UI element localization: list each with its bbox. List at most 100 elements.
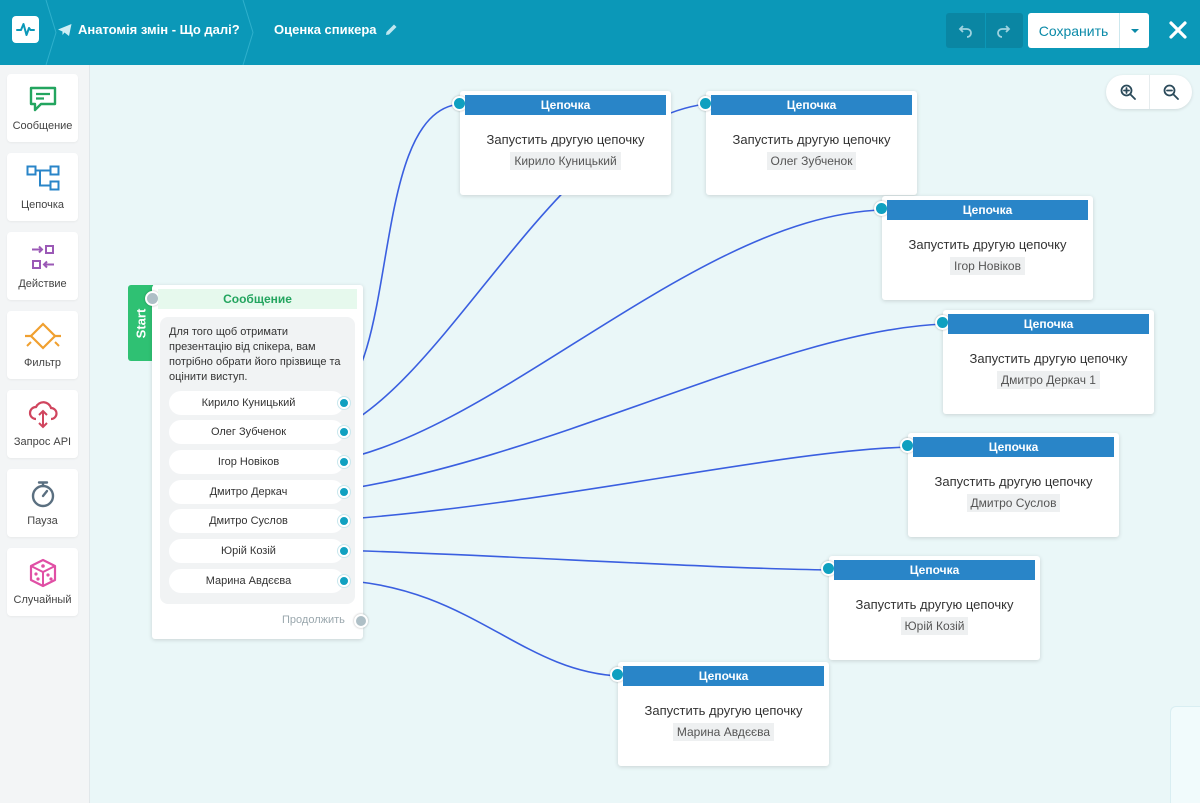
message-node-title: Сообщение	[158, 289, 357, 309]
zoom-controls	[1106, 75, 1192, 109]
tool-label: Фильтр	[24, 357, 61, 369]
tool-label: Случайный	[13, 594, 72, 606]
action-icon	[31, 245, 54, 269]
quick-reply-button[interactable]: Дмитро Суслов	[169, 509, 350, 533]
tool-sidebar: Сообщение Цепочка Действие Фильтр Запрос…	[0, 65, 90, 803]
save-options-dropdown[interactable]	[1120, 13, 1149, 48]
save-controls: Сохранить	[1028, 13, 1149, 48]
message-node[interactable]: Сообщение Для того щоб отримати презента…	[145, 285, 368, 639]
tool-chain[interactable]: Цепочка	[7, 153, 78, 221]
tool-random[interactable]: Случайный	[7, 548, 78, 616]
chain-node[interactable]: Цепочка Запустить другую цепочку Дмитро …	[935, 310, 1154, 414]
flow-name: Оценка спикера	[274, 22, 377, 37]
chain-action: Запустить другую цепочку	[855, 597, 1014, 612]
tool-label: Запрос API	[13, 436, 72, 448]
chain-action: Запустить другую цепочку	[969, 351, 1128, 366]
tool-label: Сообщение	[12, 120, 73, 132]
connection-line	[334, 446, 911, 521]
pencil-edit-icon[interactable]	[385, 23, 398, 36]
chain-target: Олег Зубченок	[766, 152, 857, 170]
quick-reply-button[interactable]: Дмитро Деркач	[169, 480, 350, 504]
chain-node[interactable]: Цепочка Запустить другую цепочку Ігор Но…	[874, 196, 1093, 300]
tool-label: Действие	[18, 278, 67, 290]
chain-action: Запустить другую цепочку	[732, 132, 891, 147]
breadcrumb-bot[interactable]: Анатомія змін - Що далі?	[58, 22, 240, 37]
telegram-icon	[58, 23, 72, 36]
undo-icon	[958, 24, 973, 38]
chain-target: Ігор Новіков	[950, 257, 1025, 275]
continue-output-port[interactable]	[354, 614, 368, 628]
chain-action: Запустить другую цепочку	[486, 132, 645, 147]
chain-action: Запустить другую цепочку	[908, 237, 1067, 252]
tool-label: Пауза	[27, 515, 58, 527]
chain-icon	[26, 165, 59, 191]
history-controls	[946, 13, 1023, 48]
caret-down-icon	[1130, 28, 1139, 33]
output-port[interactable]	[338, 426, 350, 438]
chain-target: Кирило Куницький	[510, 152, 621, 170]
api-cloud-icon	[28, 401, 58, 429]
tool-message[interactable]: Сообщение	[7, 74, 78, 142]
close-button[interactable]	[1164, 16, 1192, 44]
chain-node-title: Цепочка	[887, 200, 1088, 220]
chain-target: Юрій Козій	[900, 617, 969, 635]
bot-name: Анатомія змін - Що далі?	[78, 22, 240, 37]
quick-reply-button[interactable]: Олег Зубченок	[169, 420, 350, 444]
tool-label: Цепочка	[21, 199, 64, 211]
stopwatch-icon	[31, 481, 54, 508]
quick-reply-button[interactable]: Ігор Новіков	[169, 450, 350, 474]
chain-node-title: Цепочка	[465, 95, 666, 115]
chain-node[interactable]: Цепочка Запустить другую цепочку Марина …	[610, 662, 829, 766]
chain-node[interactable]: Цепочка Запустить другую цепочку Дмитро …	[900, 433, 1119, 537]
chain-node[interactable]: Цепочка Запустить другую цепочку Кирило …	[452, 91, 671, 195]
chain-node[interactable]: Цепочка Запустить другую цепочку Олег Зу…	[698, 91, 917, 195]
output-port[interactable]	[338, 456, 350, 468]
undo-button[interactable]	[946, 13, 985, 48]
continue-label: Продолжить	[282, 614, 345, 626]
chain-node-title: Цепочка	[711, 95, 912, 115]
quick-reply-button[interactable]: Кирило Куницький	[169, 391, 350, 415]
quick-reply-button[interactable]: Юрій Козій	[169, 539, 350, 563]
message-text: Для того щоб отримати презентацію від сп…	[169, 326, 341, 383]
chain-action: Запустить другую цепочку	[644, 703, 803, 718]
top-bar: Анатомія змін - Що далі? Оценка спикера …	[0, 0, 1200, 65]
output-port[interactable]	[338, 545, 350, 557]
output-port[interactable]	[338, 575, 350, 587]
dice-icon	[29, 558, 56, 588]
zoom-out-button[interactable]	[1149, 75, 1192, 109]
filter-icon	[24, 322, 61, 350]
close-icon	[1169, 21, 1187, 39]
chain-target: Дмитро Суслов	[966, 494, 1061, 512]
chain-node-title: Цепочка	[948, 314, 1149, 334]
output-port[interactable]	[338, 515, 350, 527]
redo-icon	[997, 24, 1011, 38]
chain-node-title: Цепочка	[834, 560, 1035, 580]
tool-filter[interactable]: Фильтр	[7, 311, 78, 379]
start-label: Start	[133, 308, 148, 338]
quick-reply-button[interactable]: Марина Авдєєва	[169, 569, 350, 593]
output-port[interactable]	[338, 397, 350, 409]
save-button[interactable]: Сохранить	[1028, 13, 1120, 48]
chain-action: Запустить другую цепочку	[934, 474, 1093, 489]
breadcrumb-separator-icon	[242, 0, 254, 65]
app-logo-icon[interactable]	[12, 16, 39, 43]
message-bubble: Для того щоб отримати презентацію від сп…	[160, 317, 355, 604]
chain-target: Марина Авдєєва	[672, 723, 775, 741]
collapsed-panel-edge[interactable]	[1170, 706, 1200, 803]
zoom-out-icon	[1163, 84, 1179, 100]
connection-line	[334, 323, 945, 492]
zoom-in-button[interactable]	[1106, 75, 1149, 109]
tool-action[interactable]: Действие	[7, 232, 78, 300]
tool-api-request[interactable]: Запрос API	[7, 390, 78, 458]
breadcrumb-flow[interactable]: Оценка спикера	[274, 22, 398, 37]
connection-line	[334, 209, 884, 462]
output-port[interactable]	[338, 486, 350, 498]
connection-line	[334, 579, 621, 677]
tool-pause[interactable]: Пауза	[7, 469, 78, 537]
chain-target: Дмитро Деркач 1	[997, 371, 1100, 389]
zoom-in-icon	[1120, 84, 1136, 100]
redo-button[interactable]	[984, 13, 1024, 48]
connection-line	[334, 549, 831, 571]
chain-node[interactable]: Цепочка Запустить другую цепочку Юрій Ко…	[821, 556, 1040, 660]
chain-node-title: Цепочка	[623, 666, 824, 686]
